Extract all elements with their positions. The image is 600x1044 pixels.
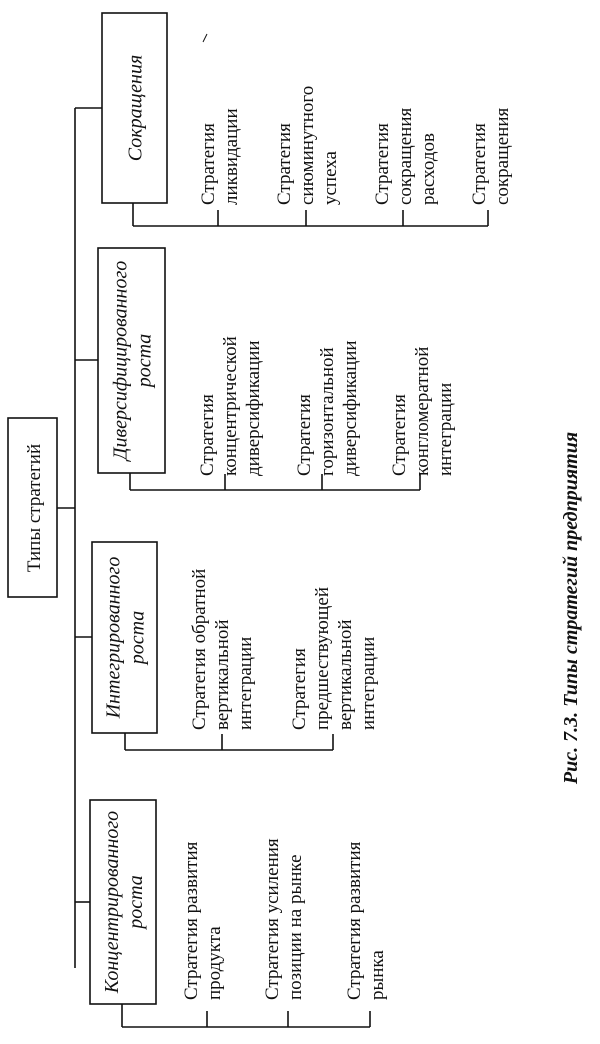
branch-title-line: роста bbox=[125, 875, 147, 931]
strategy-item-line: расходов bbox=[418, 133, 439, 205]
strategy-item-line: вертикальной bbox=[335, 619, 356, 730]
strategy-item-line: успеха bbox=[320, 150, 341, 205]
strategy-item-line: Стратегия bbox=[274, 123, 295, 205]
strategy-item-line: Стратегия bbox=[197, 394, 218, 476]
strategy-item-line: сиюминутного bbox=[297, 86, 318, 205]
strategy-item-line: Стратегия усиления bbox=[262, 838, 283, 1000]
branch-title-line: роста bbox=[127, 611, 149, 667]
root-node: Типы стратегий bbox=[7, 417, 58, 598]
branch-box bbox=[97, 247, 166, 474]
strategy-item-line: конгломератной bbox=[412, 347, 433, 476]
strategy-item-line: диверсификации bbox=[340, 340, 361, 476]
root-label: Типы стратегий bbox=[24, 444, 45, 572]
branch-title-line: Интегрированного bbox=[103, 557, 125, 720]
strategy-item-line: интеграции bbox=[235, 637, 256, 730]
strategy-item-line: Стратегия bbox=[372, 123, 393, 205]
branch-box bbox=[101, 12, 168, 204]
strategy-item-line: интеграции bbox=[435, 383, 456, 476]
strategy-item-line: горизонтальной bbox=[317, 347, 338, 476]
scan-mark bbox=[202, 33, 208, 43]
strategy-item-line: Стратегия bbox=[469, 123, 490, 205]
branch-title-line: Сокращения bbox=[125, 55, 147, 162]
branch-title: Сокращения bbox=[125, 55, 147, 162]
strategy-item-line: Стратегия bbox=[289, 648, 310, 730]
strategy-item-line: Стратегия обратной bbox=[189, 569, 210, 730]
strategy-item-line: ликвидации bbox=[221, 108, 242, 205]
strategy-item-line: предшествующей bbox=[312, 587, 333, 730]
strategy-item-line: продукта bbox=[204, 926, 225, 1000]
strategy-item-line: Стратегия развития bbox=[344, 841, 365, 1000]
strategy-item-line: Стратегия bbox=[198, 123, 219, 205]
branch-title-line: Концентрированного bbox=[101, 811, 123, 994]
strategy-item-line: диверсификации bbox=[243, 340, 264, 476]
strategy-item-line: сокращения bbox=[395, 108, 416, 205]
figure-caption: Рис. 7.3. Типы стратегий предприятия bbox=[560, 432, 582, 785]
branch-title-line: Диверсифицированного bbox=[110, 261, 132, 463]
branch-title-line: роста bbox=[134, 334, 156, 390]
strategy-item-line: вертикальной bbox=[212, 619, 233, 730]
strategy-item-line: Стратегия bbox=[294, 394, 315, 476]
strategy-item-line: интеграции bbox=[358, 637, 379, 730]
strategy-item-line: Стратегия развития bbox=[181, 841, 202, 1000]
strategy-item-line: Стратегия bbox=[389, 394, 410, 476]
strategy-item-line: рынка bbox=[367, 950, 388, 1000]
strategy-item-line: позиции на рынке bbox=[285, 854, 306, 1000]
strategy-item-line: концентрической bbox=[220, 336, 241, 476]
branch-box bbox=[89, 799, 157, 1005]
strategy-item-line: сокращения bbox=[492, 108, 513, 205]
